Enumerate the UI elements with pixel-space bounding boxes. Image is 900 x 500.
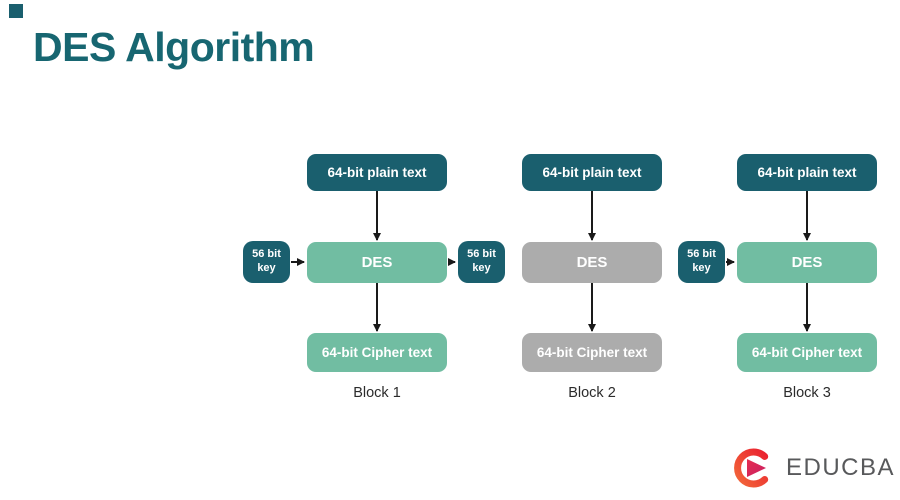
page-title: DES Algorithm (33, 24, 315, 70)
cipher-text-box-block-1: 64-bit Cipher text (307, 333, 447, 372)
plain-text-box-block-3: 64-bit plain text (737, 154, 877, 191)
educba-logo-text: EDUCBA (786, 454, 896, 481)
des-box-block-1: DES (307, 242, 447, 283)
key-box-left-of-block-1: 56 bit key (243, 241, 290, 283)
block-3-label: Block 3 (783, 385, 831, 401)
cipher-text-box-block-2: 64-bit Cipher text (522, 333, 662, 372)
cipher-text-box-block-3: 64-bit Cipher text (737, 333, 877, 372)
des-box-block-3: DES (737, 242, 877, 283)
educba-logo-icon (734, 448, 769, 488)
block-1-label: Block 1 (353, 385, 401, 401)
plain-text-box-block-2: 64-bit plain text (522, 154, 662, 191)
plain-text-box-block-1: 64-bit plain text (307, 154, 447, 191)
des-box-block-2: DES (522, 242, 662, 283)
block-2-label: Block 2 (568, 385, 616, 401)
educba-logo: EDUCBA (732, 443, 895, 493)
key-box-between-block-1-2: 56 bit key (458, 241, 505, 283)
corner-accent-square (9, 4, 23, 18)
key-box-between-block-2-3: 56 bit key (678, 241, 725, 283)
